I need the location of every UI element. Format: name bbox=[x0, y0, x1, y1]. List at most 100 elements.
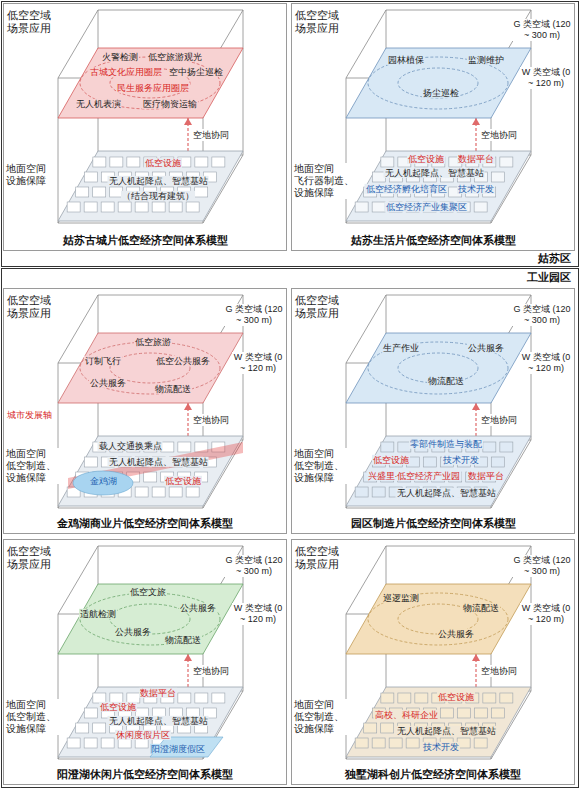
facility-label: 低空设施 bbox=[164, 476, 202, 486]
scene-label: 物流配送 bbox=[427, 376, 465, 386]
layer-heading: 地面空间 低空制造、设施保障 bbox=[294, 448, 350, 484]
airspace-class: G 类空域 (120 ~ 300 m) bbox=[512, 304, 572, 326]
building-block bbox=[84, 202, 97, 212]
ground-plane bbox=[346, 687, 531, 757]
airspace-plane bbox=[346, 584, 531, 654]
edge-label: 空地协同 bbox=[192, 414, 230, 426]
district-name: 工业园区 bbox=[527, 271, 571, 284]
facility-label: 低空设施 bbox=[437, 692, 475, 702]
district-section: 工业园区金鸡湖商业片低空经济空间体系模型低空旅游订制飞行低空公共服务公共服务物流… bbox=[1, 268, 579, 788]
building-block bbox=[212, 157, 225, 167]
layer-heading: 低空空域 场景应用 bbox=[295, 545, 345, 571]
building-block bbox=[500, 693, 513, 703]
airspace-class: W 类空域 (0 ~ 120 m) bbox=[232, 352, 284, 374]
building-block bbox=[169, 487, 182, 497]
layer-heading: 地面空间 设施保障 bbox=[6, 163, 52, 187]
cube-edge bbox=[58, 363, 59, 508]
building-block bbox=[483, 442, 496, 452]
building-block bbox=[491, 708, 504, 718]
facility-label: 数据平台 bbox=[139, 688, 177, 698]
scene-label: 低空旅游观光 bbox=[147, 52, 203, 62]
scene-label: 物流配送 bbox=[154, 384, 192, 394]
layer-heading: 地面空间 飞行器制造、设施保障 bbox=[294, 163, 358, 199]
facility-label: 低空经济孵化培育区 bbox=[365, 184, 448, 194]
cube-edge bbox=[98, 546, 243, 547]
airspace-layer: 火警检测低空旅游观光空中扬尘巡检古城文化应用圈层民生服务应用圈层无人机表演医疗物… bbox=[58, 48, 243, 118]
airspace-layer: 生产作业公共服务物流配送 bbox=[346, 333, 531, 403]
facility-label: 技术开发 bbox=[442, 455, 480, 465]
building-block bbox=[195, 693, 208, 703]
panel-title: 姑苏古城片低空经济空间体系模型 bbox=[63, 234, 228, 247]
ground-layer: 零部件制造与装配低空设施技术开发兴盛里·低空经济产业园数据平台无人机起降点、智慧… bbox=[346, 436, 531, 506]
scene-label: 适航检测 bbox=[79, 609, 117, 619]
airspace-class: G 类空域 (120 ~ 300 m) bbox=[512, 19, 572, 41]
cube-edge bbox=[346, 614, 347, 759]
cube-edge bbox=[346, 508, 491, 509]
building-block bbox=[84, 457, 97, 467]
edge-label: 空地协同 bbox=[192, 129, 230, 141]
cube-edge bbox=[98, 295, 243, 296]
scene-label: 低空旅游 bbox=[134, 337, 172, 347]
building-block bbox=[406, 738, 419, 748]
building-block bbox=[389, 738, 402, 748]
facility-label: 载人交通换乘点 bbox=[98, 441, 163, 451]
ground-plane bbox=[346, 436, 531, 506]
scene-label: 公共服务 bbox=[114, 627, 152, 637]
scene-label: 民生服务应用圈层 bbox=[116, 83, 190, 93]
layer-heading: 低空空域 场景应用 bbox=[295, 294, 345, 320]
building-block bbox=[93, 157, 106, 167]
building-block bbox=[178, 693, 191, 703]
edge-label: 空地协同 bbox=[480, 129, 518, 141]
layer-heading: 低空空域 场景应用 bbox=[7, 9, 57, 35]
ground-layer: 低空设施高校、科研企业无人机起降点、智慧基站技术开发 bbox=[346, 687, 531, 757]
building-block bbox=[93, 723, 106, 733]
air-ground-link bbox=[475, 403, 476, 436]
facility-label: 数据平台 bbox=[457, 154, 495, 164]
building-block bbox=[491, 457, 504, 467]
airspace-class: W 类空域 (0 ~ 120 m) bbox=[520, 603, 572, 625]
airspace-shape bbox=[346, 584, 531, 654]
building-block bbox=[76, 723, 89, 733]
building-block bbox=[195, 157, 208, 167]
air-ground-link bbox=[187, 118, 188, 151]
building-block bbox=[135, 487, 148, 497]
scene-label: 古城文化应用圈层 bbox=[89, 67, 163, 77]
building-block bbox=[152, 487, 165, 497]
facility-label: 低空经济产业集聚区 bbox=[385, 202, 468, 212]
airspace-class: G 类空域 (120 ~ 300 m) bbox=[512, 555, 572, 577]
cube-edge bbox=[346, 759, 491, 760]
building-block bbox=[364, 723, 377, 733]
cube-edge bbox=[58, 223, 203, 224]
scene-label: 公共服务 bbox=[437, 629, 475, 639]
ground-plane bbox=[58, 151, 243, 221]
cube-edge bbox=[58, 759, 203, 760]
ground-plane bbox=[346, 151, 531, 221]
facility-label: 低空设施 bbox=[407, 154, 445, 164]
scene-label: 公共服务 bbox=[89, 378, 127, 388]
facility-label: 无人机起降点、智慧基站 bbox=[396, 726, 497, 736]
building-block bbox=[178, 442, 191, 452]
scene-label: 扬尘巡检 bbox=[422, 88, 460, 98]
building-block bbox=[381, 157, 394, 167]
scene-label: 公共服务 bbox=[179, 603, 217, 613]
facility-label: 低空设施 bbox=[144, 158, 182, 168]
cube-edge bbox=[58, 508, 203, 509]
scene-label: 巡逻监测 bbox=[382, 593, 420, 603]
cube-edge bbox=[386, 546, 531, 547]
building-block bbox=[372, 487, 385, 497]
panel-title: 姑苏生活片低空经济空间体系模型 bbox=[351, 234, 516, 247]
cube-edge bbox=[346, 363, 347, 508]
building-block bbox=[483, 693, 496, 703]
layer-heading: 低空空域 场景应用 bbox=[7, 294, 57, 320]
building-block bbox=[195, 187, 208, 197]
facility-label: 休闲度假片区 bbox=[115, 730, 171, 740]
building-block bbox=[67, 202, 80, 212]
panel-title: 园区制造片低空经济空间体系模型 bbox=[351, 517, 516, 530]
scene-label: 无人机表演 bbox=[75, 99, 122, 109]
building-block bbox=[110, 157, 123, 167]
building-block bbox=[440, 708, 453, 718]
air-ground-link bbox=[475, 118, 476, 151]
building-block bbox=[101, 738, 114, 748]
flight-ring bbox=[368, 342, 508, 394]
